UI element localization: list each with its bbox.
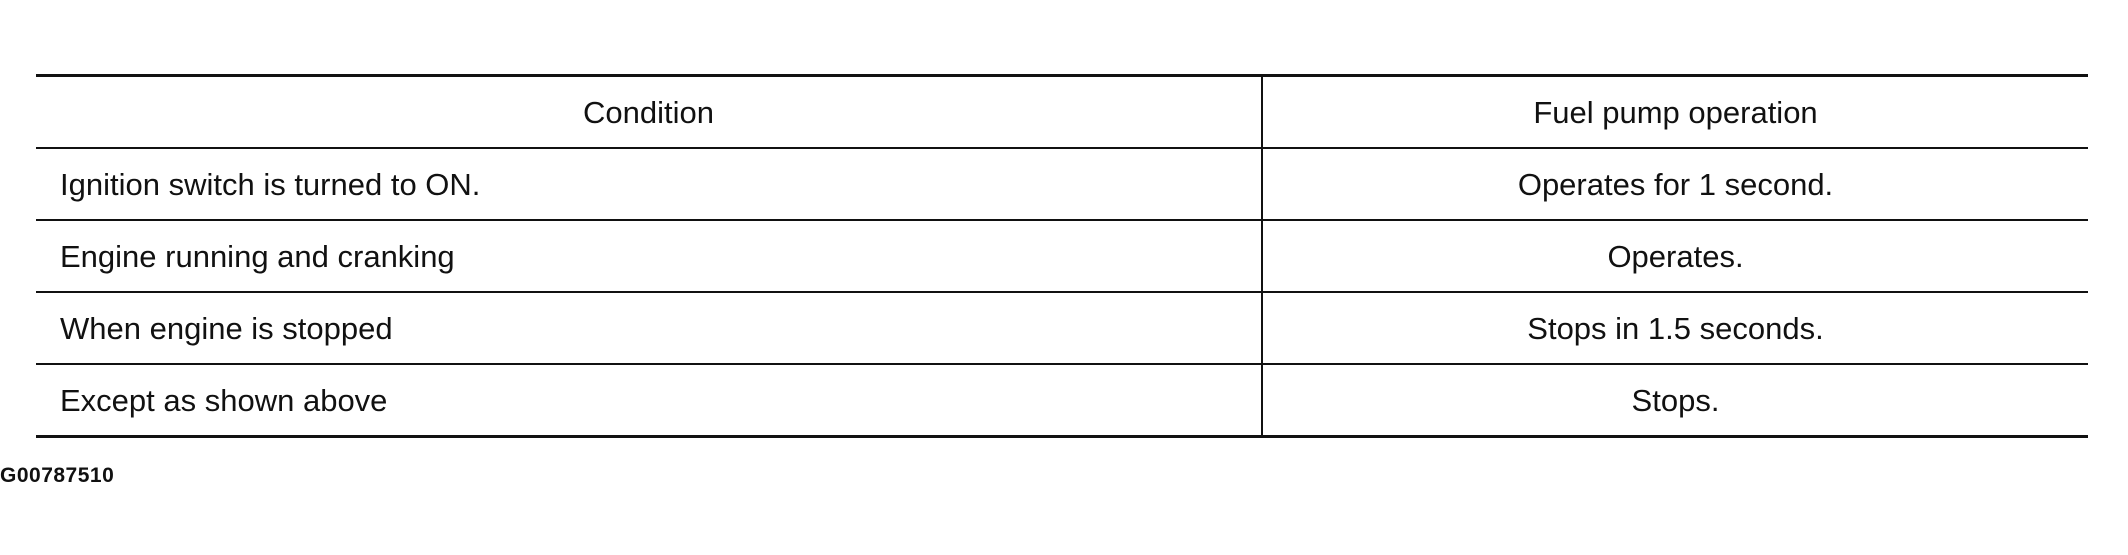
figure-id: G00787510 — [0, 464, 115, 487]
table-header-row: Condition Fuel pump operation — [36, 74, 2088, 149]
table-row: Engine running and cranking Operates. — [36, 220, 2088, 293]
table-row: When engine is stopped Stops in 1.5 seco… — [36, 292, 2088, 365]
condition-cell: When engine is stopped — [36, 292, 1263, 365]
condition-cell: Engine running and cranking — [36, 220, 1263, 293]
table-row: Ignition switch is turned to ON. Operate… — [36, 148, 2088, 221]
table-row: Except as shown above Stops. — [36, 364, 2088, 438]
operation-cell: Operates for 1 second. — [1262, 148, 2088, 221]
table-header: Condition Fuel pump operation — [36, 74, 2088, 149]
column-header-fuel-pump-operation: Fuel pump operation — [1262, 74, 2088, 149]
column-header-condition: Condition — [36, 74, 1263, 149]
condition-cell: Except as shown above — [36, 364, 1263, 438]
condition-cell: Ignition switch is turned to ON. — [36, 148, 1263, 221]
table-body: Ignition switch is turned to ON. Operate… — [36, 148, 2088, 438]
fuel-pump-operation-table: Condition Fuel pump operation Ignition s… — [36, 74, 2088, 438]
operation-cell: Stops. — [1262, 364, 2088, 438]
operation-cell: Stops in 1.5 seconds. — [1262, 292, 2088, 365]
operation-cell: Operates. — [1262, 220, 2088, 293]
